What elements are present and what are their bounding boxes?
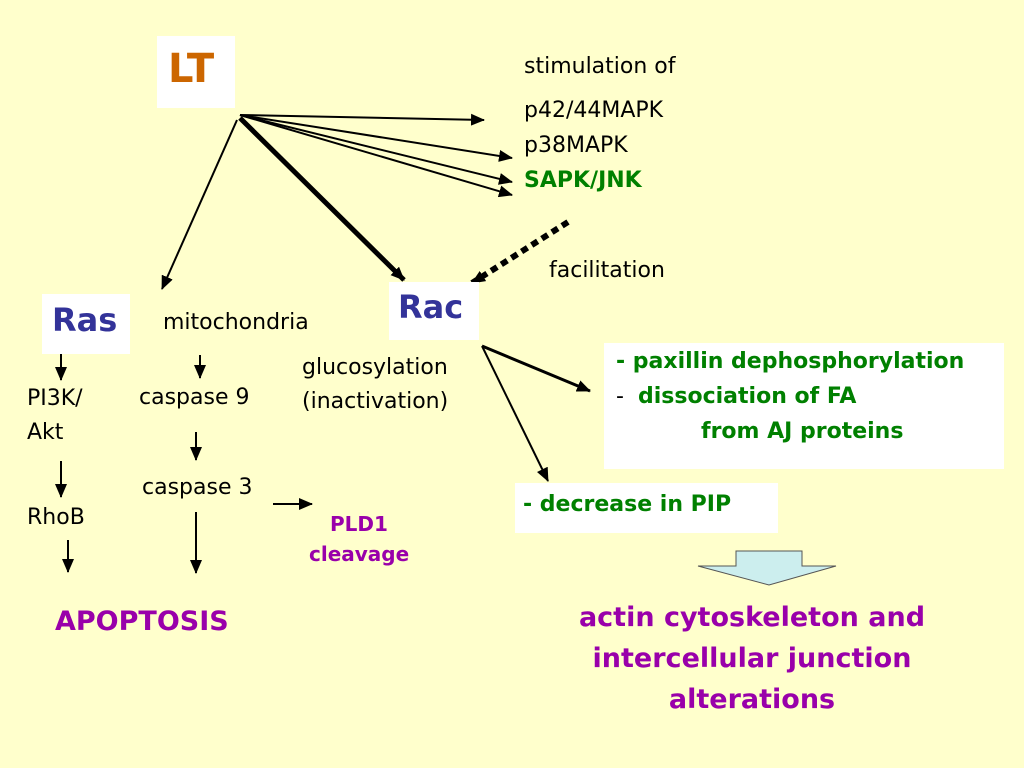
outcome-text: actin cytoskeleton and intercellular jun…	[540, 597, 964, 720]
glucosylation-label: glucosylation	[302, 355, 448, 380]
arrow-rac-to-pip	[481, 345, 549, 482]
effects-box: - paxillin dephosphorylation - dissociat…	[604, 343, 1004, 469]
arrow-facilitation	[470, 219, 570, 286]
outcome-line-3: alterations	[668, 684, 836, 715]
mitochondria-label: mitochondria	[163, 310, 309, 335]
arrow-lt-to-p38	[239, 114, 513, 162]
paxillin-label: - paxillin dephosphorylation	[616, 349, 965, 374]
arrow-lt-to-p42	[239, 113, 485, 126]
arrow-lt-to-rac	[238, 116, 406, 282]
block-arrow-down	[697, 550, 837, 586]
caspase3-label: caspase 3	[142, 475, 253, 500]
caspase9-label: caspase 9	[139, 385, 250, 410]
akt-label: Akt	[27, 420, 64, 445]
ras-label: Ras	[52, 301, 118, 339]
apoptosis-label: APOPTOSIS	[55, 606, 229, 637]
aj-proteins-label: from AJ proteins	[701, 419, 904, 444]
rhob-label: RhoB	[27, 505, 85, 530]
pip-box: - decrease in PIP	[515, 483, 778, 533]
dissociation-dash: -	[616, 384, 624, 409]
arrow-lt-to-sapk	[239, 114, 513, 185]
arrow-rac-to-effects	[481, 344, 591, 393]
pip-label: - decrease in PIP	[523, 492, 732, 517]
pld1-label: PLD1	[330, 512, 388, 536]
lt-label: LT	[168, 46, 215, 92]
facilitation-label: facilitation	[549, 258, 665, 283]
dissociation-label: dissociation of FA	[638, 384, 857, 409]
rac-box: Rac	[389, 282, 479, 340]
arrow-lt-to-mitochondria	[161, 119, 238, 290]
outcome-line-1: actin cytoskeleton and	[578, 602, 926, 633]
target-p42-44mapk: p42/44MAPK	[524, 98, 664, 123]
cleavage-label: cleavage	[309, 542, 410, 566]
arrow-lt-to-sapk2	[239, 114, 513, 198]
inactivation-label: (inactivation)	[302, 389, 449, 414]
pi3k-label: PI3K/	[27, 386, 83, 411]
stimulation-heading: stimulation of	[524, 54, 676, 79]
outcome-line-2: intercellular junction	[592, 643, 912, 674]
target-p38mapk: p38MAPK	[524, 133, 628, 158]
lt-box: LT	[157, 36, 235, 108]
target-sapk-jnk: SAPK/JNK	[524, 168, 642, 193]
rac-label: Rac	[398, 288, 464, 326]
ras-box: Ras	[42, 294, 130, 354]
